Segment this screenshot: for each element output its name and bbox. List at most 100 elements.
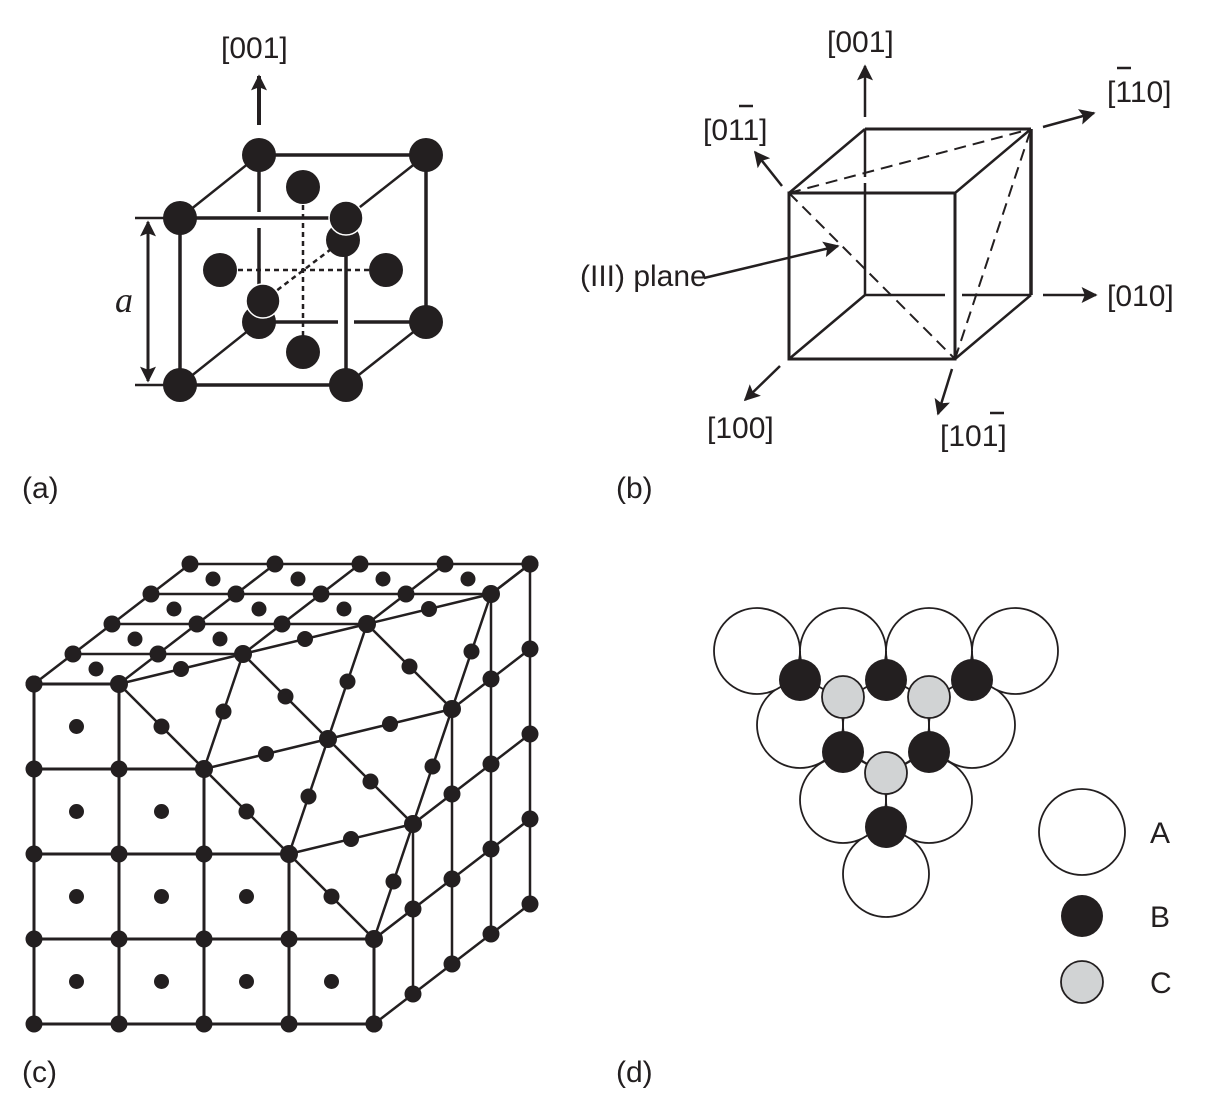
lattice-atom [424, 758, 441, 775]
lattice-edge [242, 563, 361, 655]
lattice-atom [482, 840, 500, 858]
lattice-atoms [25, 555, 539, 1033]
plane-pointer-arrow [703, 241, 840, 280]
svg-text:[101]: [101] [940, 420, 1007, 453]
lattice-atom [25, 930, 43, 948]
lattice-atom [258, 746, 274, 762]
lattice-atom [482, 755, 500, 773]
cube-edges [787, 127, 1033, 361]
atom-b [951, 659, 993, 701]
legend-label-c: C [1150, 967, 1172, 1000]
lattice-atom [404, 985, 422, 1003]
direction-10-1-label: [101] [940, 411, 1007, 453]
lattice-atom [103, 615, 121, 633]
legend-swatch-a [1038, 788, 1126, 876]
lattice-atom [443, 870, 461, 888]
panel-a: (a) [001] [22, 32, 443, 505]
atom-c [907, 675, 951, 719]
lattice-atom [173, 661, 189, 677]
lattice-atom [385, 873, 402, 890]
lattice-atom [251, 601, 267, 617]
lattice-atom [436, 555, 454, 573]
atom [409, 305, 443, 339]
atom [163, 201, 197, 235]
direction-0-11-label: [011] [703, 104, 768, 147]
lattice-atom [64, 645, 82, 663]
lattice-atom [421, 601, 437, 617]
lattice-atom [323, 888, 340, 905]
lattice-atom [280, 1015, 298, 1033]
lattice-atom [25, 675, 43, 693]
lattice-atom [239, 974, 254, 989]
lattice-atom [443, 700, 461, 718]
lattice-atom [110, 1015, 128, 1033]
lattice-atom [25, 760, 43, 778]
lattice-parameter-label: a [115, 280, 133, 320]
lattice-atom [365, 1015, 383, 1033]
lattice-atom [521, 725, 539, 743]
lattice-atom [521, 895, 539, 913]
lattice-atom [142, 585, 160, 603]
atom-c [821, 675, 865, 719]
lattice-edge [412, 733, 531, 825]
direction-010-label: [010] [1107, 280, 1174, 313]
lattice-atom [280, 930, 298, 948]
atom-b [779, 659, 821, 701]
lattice-atom [25, 845, 43, 863]
lattice-atom [25, 1015, 43, 1033]
direction--110-label: [110] [1107, 66, 1172, 109]
lattice-atom [110, 760, 128, 778]
legend: A B C [1038, 788, 1172, 1004]
atom [329, 368, 363, 402]
lattice-atom [188, 615, 206, 633]
lattice-atom [110, 675, 128, 693]
lattice-atom [362, 773, 379, 790]
lattice-atom [375, 571, 391, 587]
atom-b [865, 659, 907, 701]
lattice-atom [443, 785, 461, 803]
lattice-atom [397, 585, 415, 603]
lattice-atom [227, 585, 245, 603]
lattice-atom [88, 661, 104, 677]
lattice-atom [273, 615, 291, 633]
lattice-atom [110, 845, 128, 863]
lattice-atom [195, 760, 213, 778]
lattice-parameter-dimension: a [115, 216, 172, 387]
lattice-atom [324, 974, 339, 989]
arrow-10-1 [934, 368, 954, 416]
legend-swatch-c [1060, 960, 1104, 1004]
layer-bc-atoms [779, 659, 993, 848]
lattice-atom [521, 640, 539, 658]
panel-d-label: (d) [616, 1056, 653, 1089]
lattice-atom [280, 845, 298, 863]
arrow-0-11 [754, 150, 783, 187]
panel-c-label: (c) [22, 1056, 57, 1089]
atom [409, 138, 443, 172]
atom-b [908, 731, 950, 773]
legend-label-b: B [1150, 901, 1170, 934]
lattice-atom [336, 601, 352, 617]
lattice-atom [195, 930, 213, 948]
lattice-atom [312, 585, 330, 603]
lattice-atom [149, 645, 167, 663]
lattice-atom [460, 571, 476, 587]
lattice-atom [69, 889, 84, 904]
lattice-atom [153, 718, 170, 735]
lattice-atom [482, 585, 500, 603]
direction-001-label: [001] [221, 32, 288, 65]
lattice-atom [234, 645, 252, 663]
panel-c: (c) [22, 555, 539, 1089]
panel-d: (d) A B C [616, 607, 1172, 1089]
lattice-atom [521, 555, 539, 573]
lattice-atom [154, 974, 169, 989]
lattice-atom [110, 930, 128, 948]
lattice-atom [443, 955, 461, 973]
atom-b [822, 731, 864, 773]
lattice-atom [154, 804, 169, 819]
atom [369, 253, 403, 287]
lattice-atom [154, 889, 169, 904]
lattice-atom [205, 571, 221, 587]
legend-label-a: A [1150, 817, 1170, 850]
atom [286, 335, 320, 369]
